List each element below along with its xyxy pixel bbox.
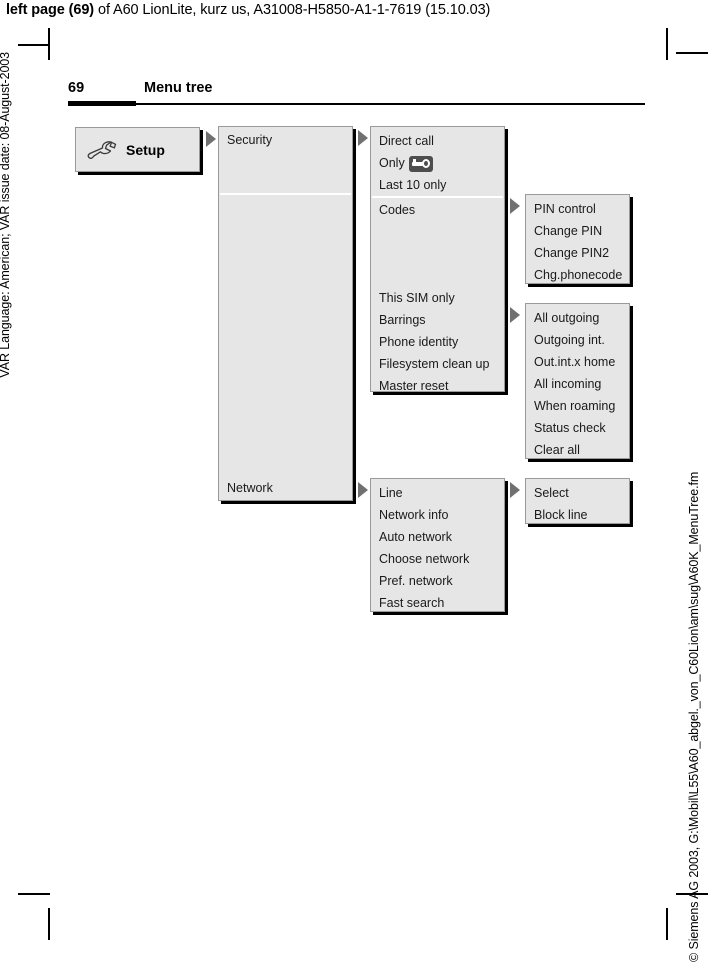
arrow-line-icon (510, 482, 520, 498)
menu-item-security[interactable]: Security (227, 133, 273, 147)
menu-network-submenu[interactable]: Line Network info Auto network Choose ne… (370, 478, 505, 612)
level1-separator (220, 193, 351, 195)
menu-item-all-outgoing[interactable]: All outgoing (534, 311, 600, 325)
menu-item-status-check[interactable]: Status check (534, 421, 606, 435)
menu-barrings-submenu[interactable]: All outgoing Outgoing int. Out.int.x hom… (525, 303, 630, 459)
menu-item-master-reset[interactable]: Master reset (379, 379, 449, 393)
menu-item-block-line[interactable]: Block line (534, 508, 588, 522)
crop-mark-bottom-left-vertical (48, 908, 50, 940)
menu-root-setup[interactable]: Setup (75, 127, 200, 172)
menu-item-this-sim-only[interactable]: This SIM only (379, 291, 455, 305)
menu-root-label: Setup (126, 141, 165, 158)
menu-item-change-pin2[interactable]: Change PIN2 (534, 246, 610, 260)
menu-security-submenu[interactable]: Direct call Only Last 10 only Codes This… (370, 126, 505, 393)
menu-item-outgoing-int[interactable]: Outgoing int. (534, 333, 605, 347)
menu-item-last-10-only[interactable]: Last 10 only (379, 178, 447, 192)
arrow-security-icon (358, 130, 368, 146)
crop-mark-bottom-right-vertical (666, 908, 668, 940)
arrow-root-to-level1-icon (206, 131, 216, 147)
menu-item-fast-search[interactable]: Fast search (379, 596, 445, 610)
key-icon (408, 156, 433, 172)
menu-item-all-incoming[interactable]: All incoming (534, 377, 602, 391)
menu-item-pin-control[interactable]: PIN control (534, 202, 596, 216)
menu-item-codes[interactable]: Codes (379, 203, 416, 217)
wrench-icon (86, 140, 120, 160)
menu-item-select[interactable]: Select (534, 486, 569, 500)
print-header-rest: of A60 LionLite, kurz us, A31008-H5850-A… (94, 2, 491, 18)
menu-line-submenu[interactable]: Select Block line (525, 478, 630, 524)
menu-item-line[interactable]: Line (379, 486, 403, 500)
menu-item-out-int-x-home[interactable]: Out.int.x home (534, 355, 616, 369)
crop-mark-bottom-right-horizontal (676, 893, 708, 895)
crop-mark-top-left-horizontal (18, 44, 50, 46)
arrow-codes-icon (510, 198, 520, 214)
print-header: left page (69) of A60 LionLite, kurz us,… (6, 2, 490, 18)
menu-item-phone-identity[interactable]: Phone identity (379, 335, 459, 349)
menu-item-network[interactable]: Network (227, 481, 273, 495)
page-number: 69 (68, 80, 85, 96)
security-separator (372, 196, 503, 198)
crop-mark-top-right-horizontal (676, 52, 708, 54)
menu-item-clear-all[interactable]: Clear all (534, 443, 580, 457)
menu-item-only[interactable]: Only (371, 152, 504, 174)
menu-item-change-pin[interactable]: Change PIN (534, 224, 603, 238)
menu-item-when-roaming[interactable]: When roaming (534, 399, 616, 413)
crop-mark-bottom-left-horizontal (18, 893, 50, 895)
menu-spacer-1 (371, 221, 504, 243)
menu-item-filesystem-clean-up[interactable]: Filesystem clean up (379, 357, 490, 371)
menu-item-auto-network[interactable]: Auto network (379, 530, 452, 544)
page-title: Menu tree (144, 80, 213, 96)
menu-level1-panel[interactable]: Security Network (218, 126, 353, 501)
menu-item-choose-network[interactable]: Choose network (379, 552, 470, 566)
menu-spacer-3 (371, 265, 504, 287)
menu-item-barrings[interactable]: Barrings (379, 313, 426, 327)
menu-codes-submenu[interactable]: PIN control Change PIN Change PIN2 Chg.p… (525, 194, 630, 284)
right-margin-text: © Siemens AG 2003, G:\Mobil\L55\A60_abge… (687, 471, 701, 962)
header-rule-thin (136, 103, 645, 105)
header-rule-thick (68, 101, 136, 106)
arrow-barrings-icon (510, 307, 520, 323)
crop-mark-top-right-vertical (666, 28, 668, 60)
menu-spacer-2 (371, 243, 504, 265)
menu-item-pref-network[interactable]: Pref. network (379, 574, 453, 588)
left-margin-text: VAR Language: American; VAR issue date: … (0, 52, 12, 378)
menu-item-chg-phonecode[interactable]: Chg.phonecode (534, 268, 623, 282)
menu-item-network-info[interactable]: Network info (379, 508, 449, 522)
menu-item-only-label: Only (379, 156, 405, 170)
print-header-bold: left page (69) (6, 2, 95, 18)
menu-item-direct-call[interactable]: Direct call (379, 134, 434, 148)
arrow-network-icon (358, 482, 368, 498)
